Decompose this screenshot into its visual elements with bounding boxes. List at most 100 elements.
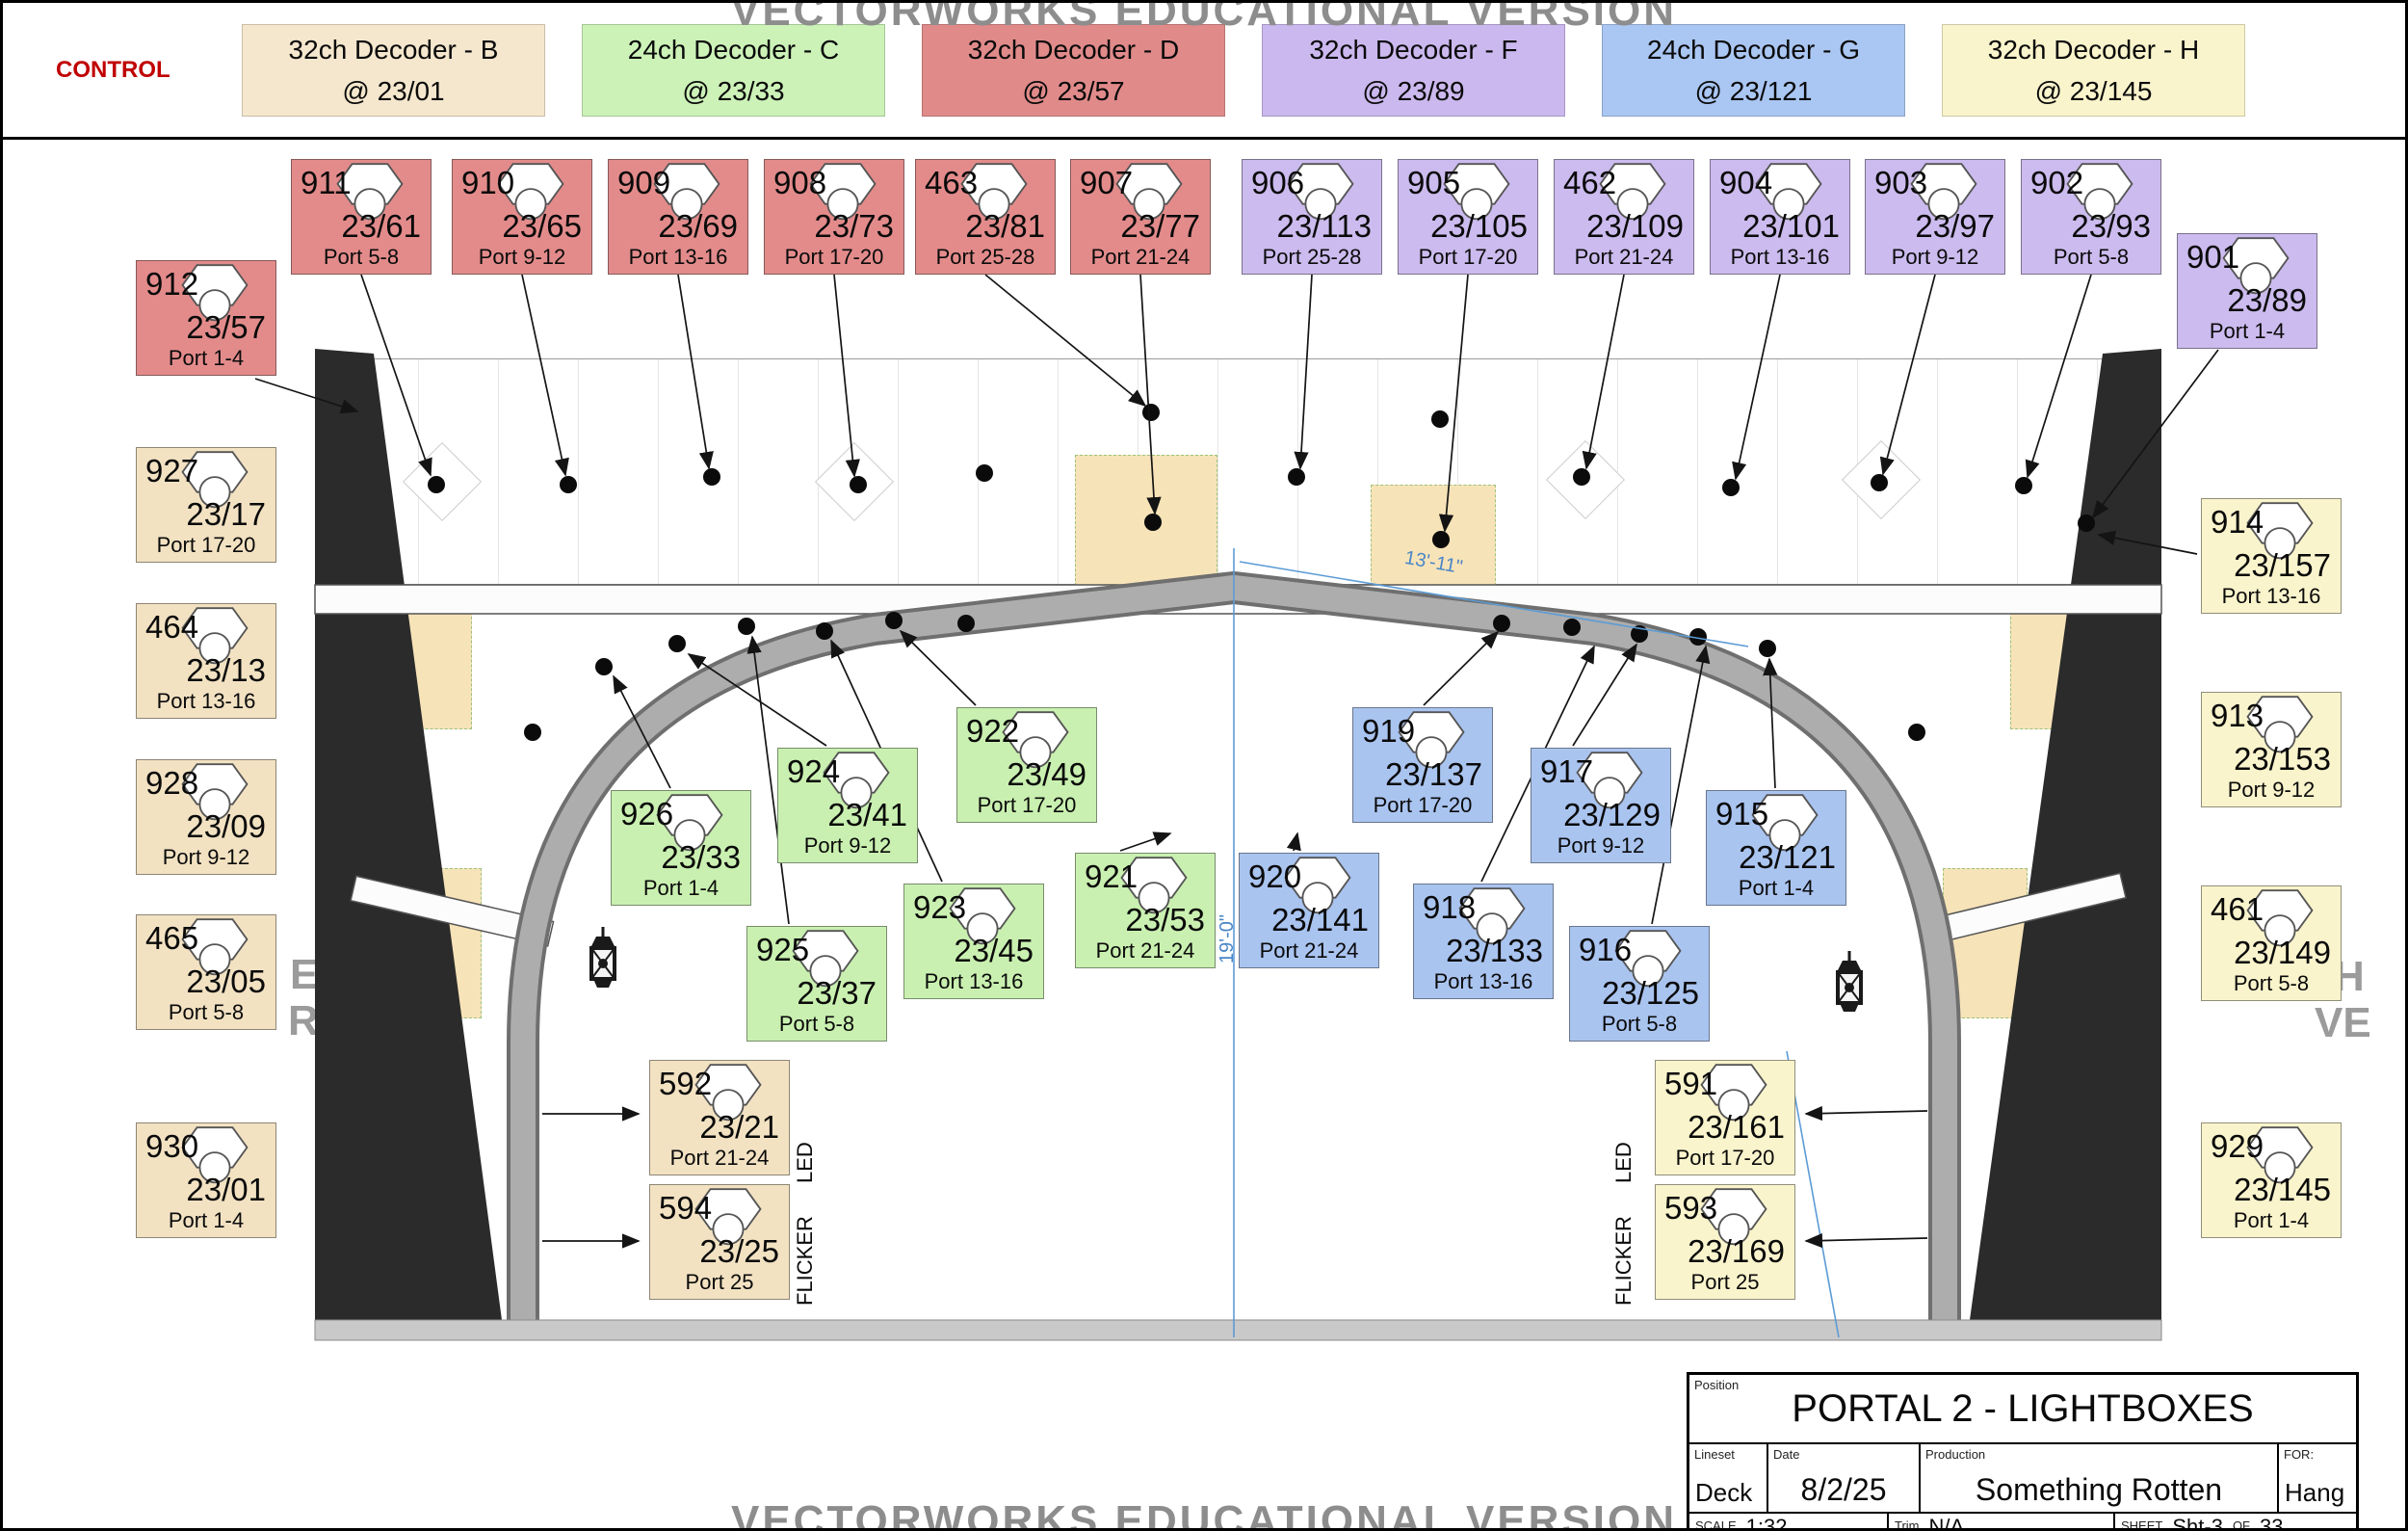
lightbox-position-dot [595, 658, 613, 675]
channel-number: 915 [1715, 796, 1769, 831]
decoder-box: 32ch Decoder - D@ 23/57 [922, 23, 1225, 117]
port-range: Port 5-8 [2053, 245, 2130, 269]
leader-arrow [521, 274, 569, 477]
port-range: Port 5-8 [2233, 971, 2310, 995]
lightbox-position-dot [1573, 468, 1590, 486]
fixture-symbol-icon [1700, 1188, 1767, 1246]
lightbox-position-dot [738, 618, 755, 635]
channel-number: 927 [145, 453, 199, 488]
fixture-symbol-icon [694, 1064, 762, 1122]
dmx-address: 23/41 [827, 797, 907, 832]
dmx-address: 23/17 [186, 496, 266, 532]
dmx-address: 23/33 [661, 839, 741, 875]
trim-label: Trim [1895, 1518, 1920, 1531]
port-range: Port 1-4 [2209, 319, 2286, 343]
date-cell: Date 8/2/25 [1768, 1444, 1921, 1512]
port-range: Port 25 [1690, 1270, 1760, 1294]
port-range: Port 25-28 [935, 245, 1035, 269]
dmx-address: 23/65 [502, 208, 582, 244]
fixture-symbol-icon [1120, 857, 1188, 914]
position-label: Position [1694, 1378, 1740, 1392]
port-range: Port 9-12 [2227, 778, 2316, 802]
dmx-address: 23/105 [1430, 208, 1528, 244]
decoder-label: 32ch Decoder - F [1309, 34, 1518, 65]
dimension-line [1239, 561, 1749, 647]
port-range: Port 13-16 [628, 245, 728, 269]
fixture-symbol-icon [181, 1126, 249, 1184]
channel-number: 592 [659, 1066, 713, 1101]
dmx-address: 23/21 [699, 1109, 779, 1145]
port-range: Port 17-20 [1418, 245, 1518, 269]
fixture-symbol-icon [1458, 887, 1526, 945]
drawing-title: PORTAL 2 - LIGHTBOXES [1792, 1386, 2254, 1430]
dmx-address: 23/113 [1276, 208, 1372, 244]
dmx-address: 23/01 [186, 1172, 266, 1207]
fixture-symbol-icon [1002, 711, 1069, 769]
channel-number: 911 [301, 165, 352, 200]
fixture-symbol-icon [694, 1188, 762, 1246]
channel-number: 461 [2211, 891, 2264, 927]
channel-number: 465 [145, 920, 199, 956]
lightbox-position-dot [1908, 724, 1925, 741]
production-value: Something Rotten [1975, 1472, 2223, 1507]
port-range: Port 13-16 [2221, 584, 2321, 608]
leader-arrow [1651, 645, 1711, 925]
port-range: Port 17-20 [1373, 793, 1473, 817]
lightbox-position-dot [957, 615, 975, 632]
dmx-address: 23/49 [1007, 756, 1086, 792]
fixture-symbol-icon [181, 264, 249, 322]
decoder-address: @ 23/89 [1362, 75, 1465, 106]
for-value: Hang [2285, 1478, 2345, 1507]
fixture-symbol-icon [1700, 1064, 1767, 1122]
fixture-symbol-icon [1755, 163, 1822, 221]
channel-number: 591 [1664, 1066, 1718, 1101]
port-range: Port 25-28 [1262, 245, 1362, 269]
channel-number: 462 [1563, 165, 1617, 200]
port-range: Port 9-12 [803, 833, 892, 858]
channel-number: 913 [2211, 698, 2264, 733]
channel-number: 904 [1719, 165, 1773, 200]
lightbox-position-dot [703, 468, 720, 486]
lightbox-position-dot [1431, 410, 1449, 428]
leader-arrow [746, 635, 790, 925]
lineset-value: Deck [1695, 1478, 1753, 1507]
for-cell: FOR: Hang [2279, 1444, 2356, 1512]
dmx-address: 23/13 [186, 652, 266, 688]
fixture-symbol-icon [2246, 1126, 2314, 1184]
fixture-symbol-icon [656, 794, 723, 852]
channel-number: 905 [1407, 165, 1461, 200]
channel-number: 903 [1874, 165, 1928, 200]
port-range: Port 21-24 [1090, 245, 1191, 269]
leader-arrow [1879, 274, 1936, 476]
lantern-icon [1836, 951, 1863, 1012]
fixture-symbol-icon [336, 163, 404, 221]
lightbox-position-dot [885, 612, 903, 629]
decoder-label: 24ch Decoder - C [627, 34, 840, 65]
stage-floor [314, 1319, 2162, 1341]
fixture-symbol-icon [2246, 889, 2314, 947]
for-label: FOR: [2284, 1447, 2315, 1462]
decoder-label: 24ch Decoder - G [1647, 34, 1860, 65]
fixture-symbol-icon [1443, 163, 1510, 221]
lightbox-position-dot [1144, 514, 1162, 531]
fixture-symbol-icon [497, 163, 564, 221]
port-range: Port 21-24 [1259, 938, 1359, 963]
dmx-address: 23/89 [2227, 282, 2307, 318]
lightbox-position-dot [1142, 404, 1160, 421]
dmx-address: 23/141 [1271, 902, 1369, 937]
scale-label: SCALE [1695, 1518, 1737, 1531]
